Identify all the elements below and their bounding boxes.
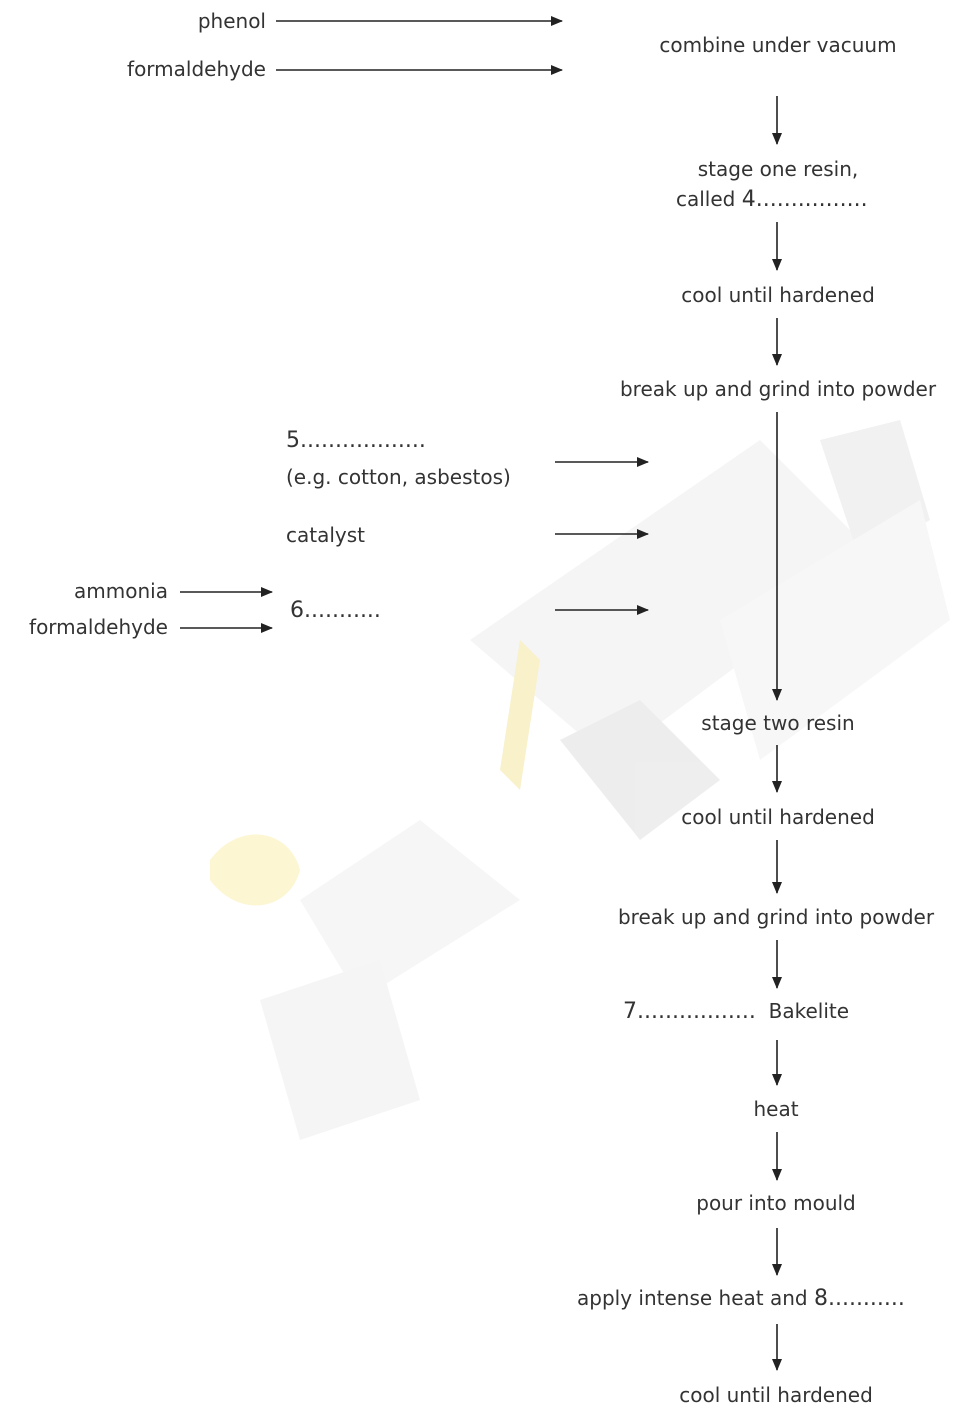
- stage-one-called: called: [676, 187, 736, 211]
- gap-4: 4................: [741, 187, 868, 212]
- phenol-label: phenol: [197, 9, 266, 33]
- formaldehyde-bottom-label: formaldehyde: [29, 615, 168, 639]
- apply-heat-label: apply intense heat and: [577, 1286, 808, 1310]
- step-stage-two: stage two resin: [701, 711, 855, 735]
- bakelite-label: Bakelite: [768, 999, 850, 1023]
- step-heat: heat: [753, 1097, 799, 1121]
- gap-8: 8...........: [813, 1286, 905, 1311]
- step-grind-2: break up and grind into powder: [617, 905, 935, 929]
- ammonia-label: ammonia: [74, 579, 168, 603]
- gap-6: 6...........: [290, 598, 381, 623]
- gap-7: 7.................: [623, 999, 756, 1024]
- step-cool-1: cool until hardened: [681, 283, 875, 307]
- step-stage-one-line2: called 4................: [676, 189, 868, 211]
- step-grind-1: break up and grind into powder: [619, 377, 937, 401]
- filler-gap-5: 5..................: [286, 428, 426, 453]
- step-gap-7-bakelite: 7................. Bakelite: [623, 1001, 849, 1023]
- step-apply-heat: apply intense heat and 8...........: [577, 1288, 905, 1310]
- step-pour: pour into mould: [696, 1191, 856, 1215]
- step-cool-3: cool until hardened: [679, 1383, 873, 1407]
- step-combine: combine under vacuum: [659, 33, 897, 57]
- catalyst-label: catalyst: [286, 523, 366, 547]
- step-stage-one-line1: stage one resin,: [697, 157, 859, 181]
- filler-example-label: (e.g. cotton, asbestos): [286, 465, 511, 489]
- step-cool-2: cool until hardened: [681, 805, 875, 829]
- formaldehyde-top-label: formaldehyde: [127, 57, 266, 81]
